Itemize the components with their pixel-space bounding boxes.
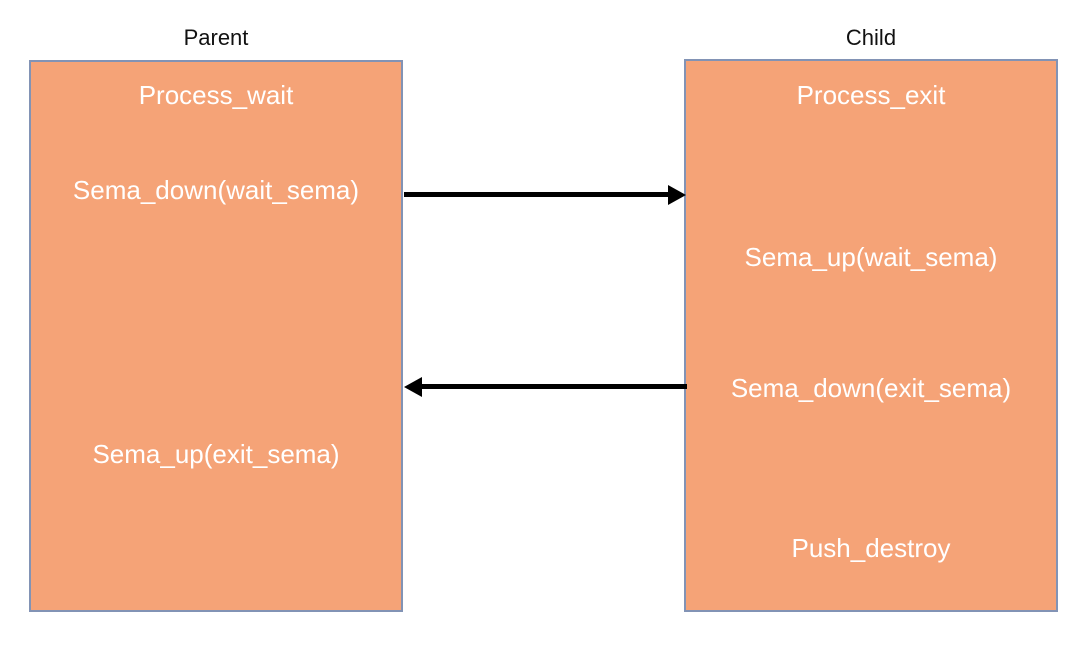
child-step-sema-up-wait-sema: Sema_up(wait_sema): [744, 242, 998, 272]
parent-process-box: Process_wait Sema_down(wait_sema) Sema_u…: [29, 60, 403, 612]
child-step-push-destroy: Push_destroy: [791, 533, 951, 563]
arrow-left-icon: [404, 377, 422, 397]
arrow-child-to-parent-line: [422, 384, 687, 389]
child-step-process-exit: Process_exit: [796, 80, 946, 110]
parent-step-sema-up-exit-sema: Sema_up(exit_sema): [92, 439, 340, 469]
parent-step-sema-down-wait-sema: Sema_down(wait_sema): [72, 175, 360, 205]
parent-box-title: Parent: [183, 25, 249, 50]
child-step-sema-down-exit-sema: Sema_down(exit_sema): [730, 373, 1012, 403]
arrow-parent-to-child-line: [404, 192, 668, 197]
child-box-title: Child: [845, 25, 897, 50]
arrow-right-icon: [668, 185, 686, 205]
parent-step-process-wait: Process_wait: [138, 80, 294, 110]
child-process-box: Process_exit Sema_up(wait_sema) Sema_dow…: [684, 59, 1058, 612]
